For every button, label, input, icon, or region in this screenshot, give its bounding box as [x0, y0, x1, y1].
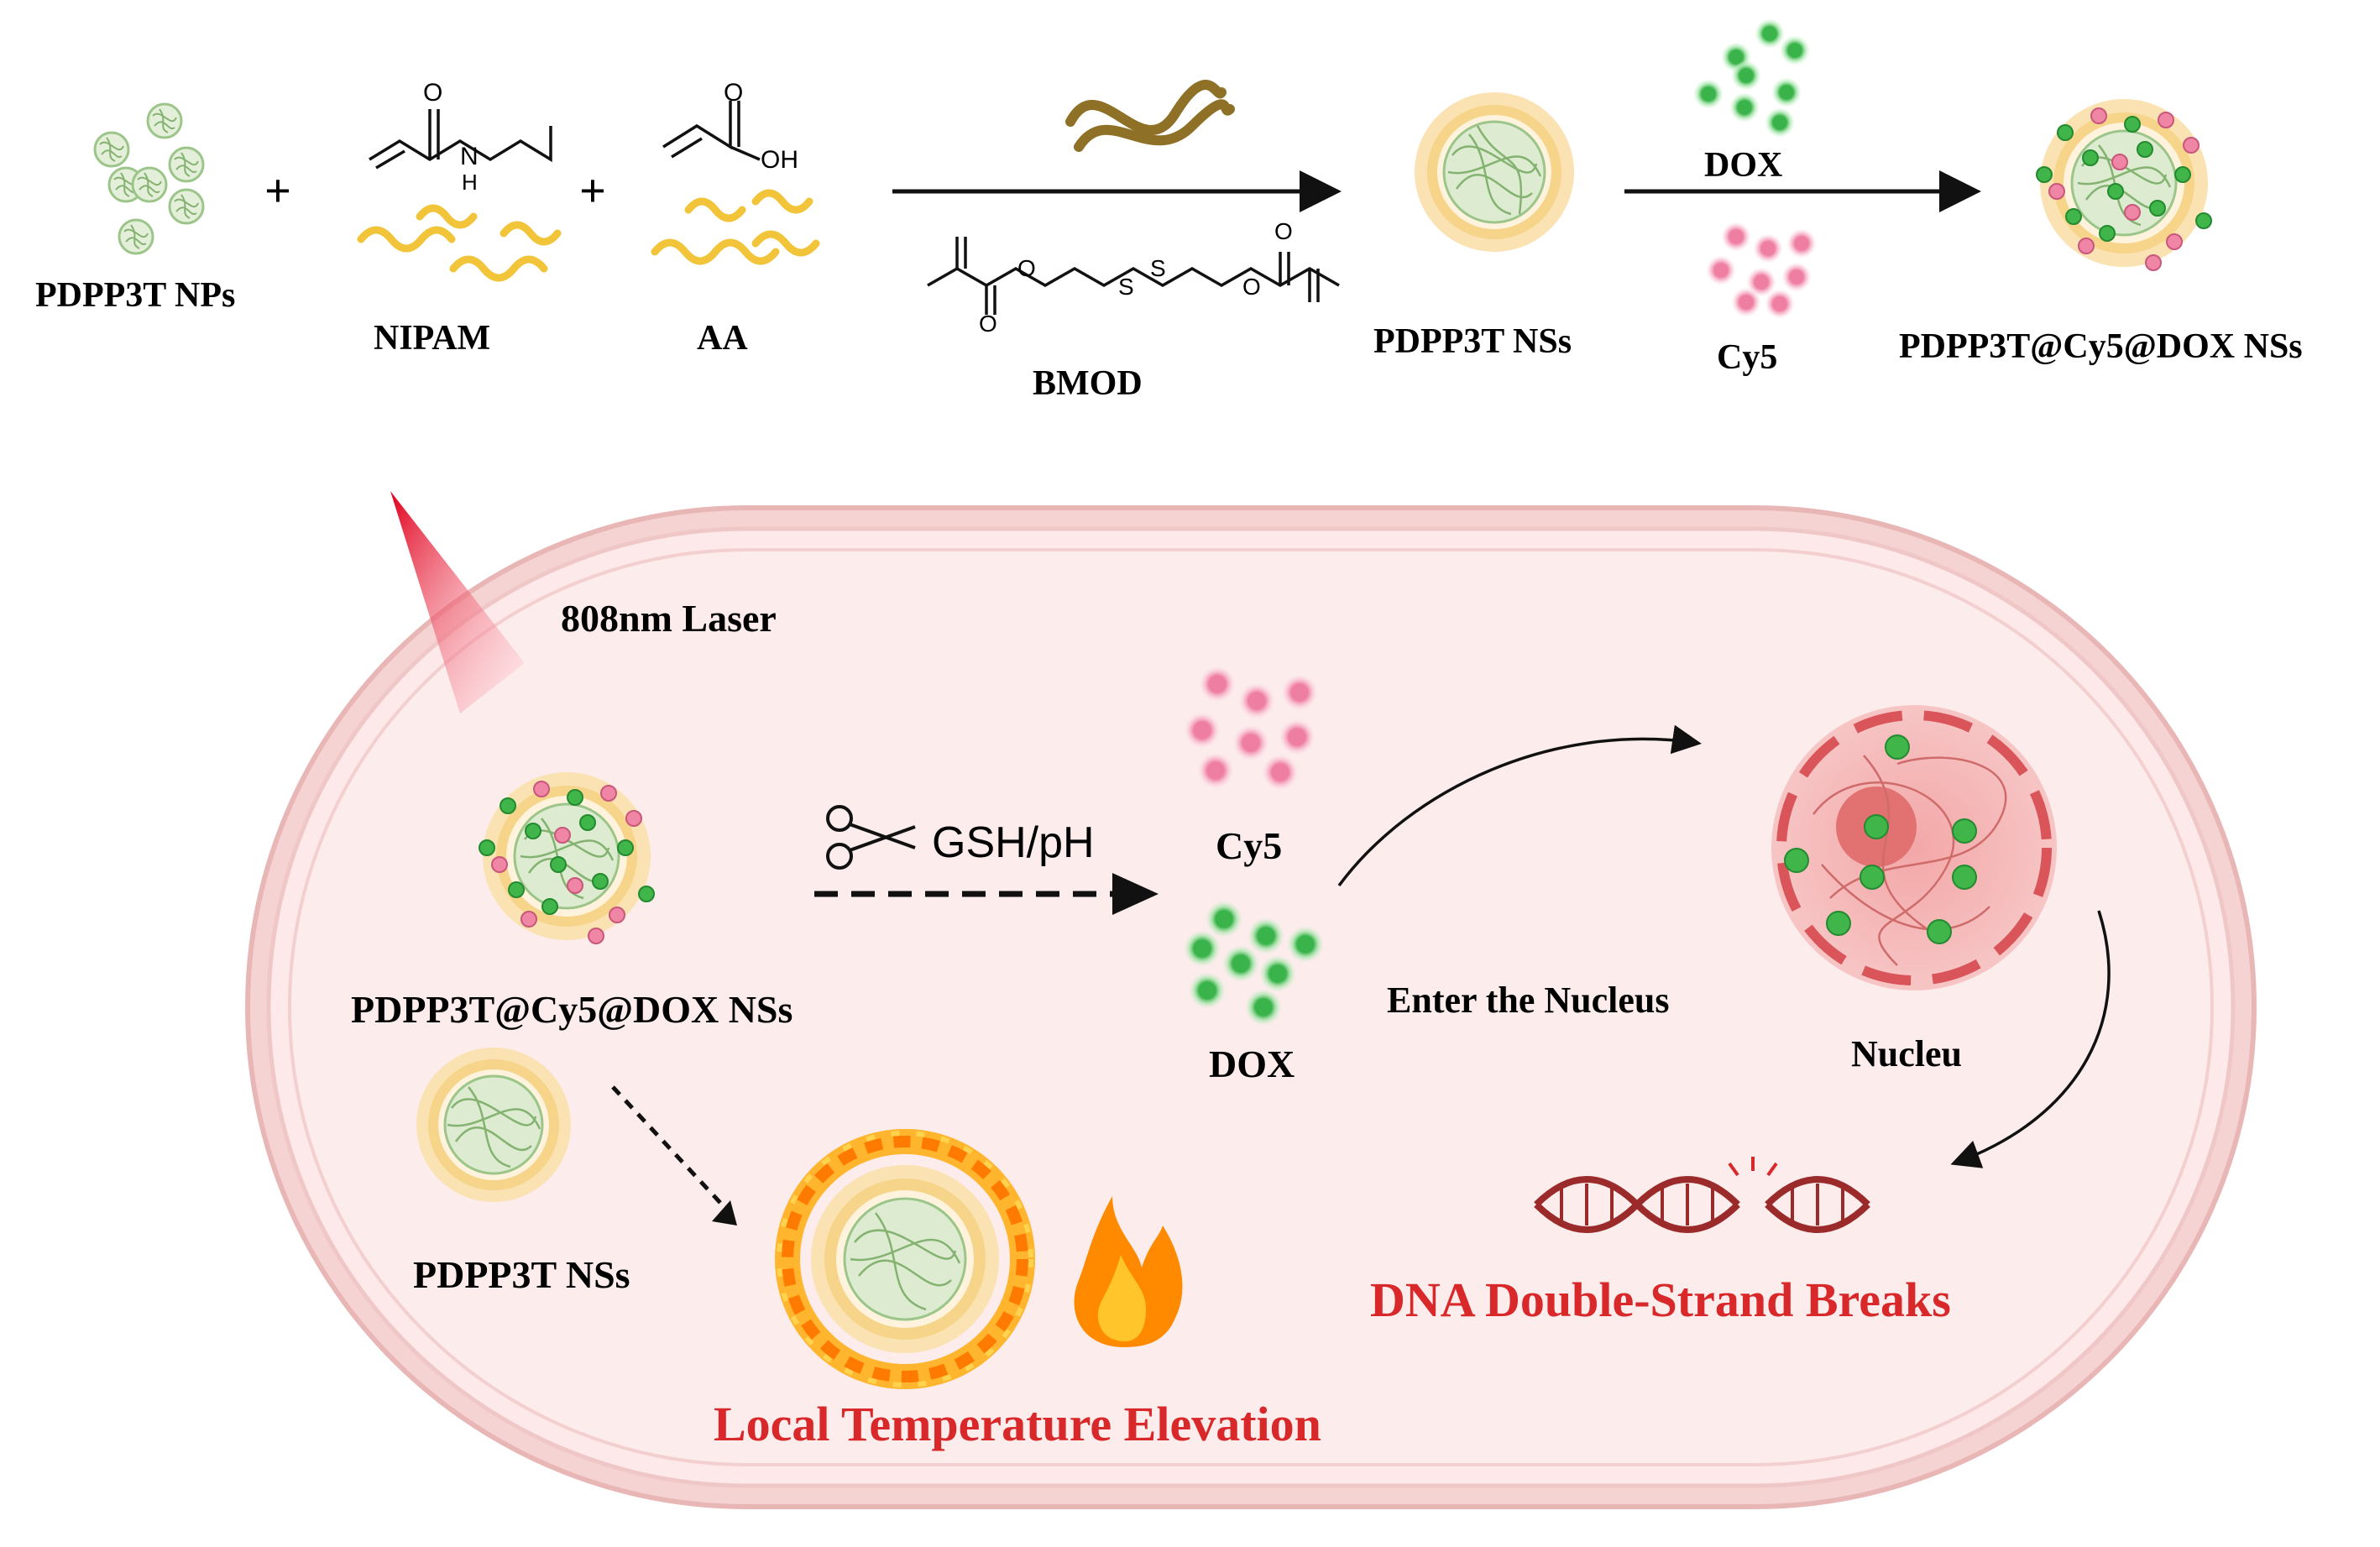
pdpp3t-nss-label-cell: PDPP3T NSs	[413, 1253, 630, 1296]
aa-label: AA	[697, 319, 748, 358]
heating-arrow	[611, 1085, 724, 1206]
np-particle	[131, 166, 168, 203]
temp-elevation-label: Local Temperature Elevation	[714, 1397, 1321, 1451]
bmod-s-atom-1: S	[1118, 274, 1134, 300]
plus-sign-2: +	[579, 165, 606, 217]
enter-nucleus-arrow	[1337, 724, 1702, 887]
bmod-label: BMOD	[1033, 364, 1143, 403]
np-particle	[118, 218, 154, 255]
dna-helix	[1534, 1176, 1870, 1233]
gsh-ph-label: GSH/pH	[932, 818, 1095, 867]
nucleus-to-dna-arrow	[1950, 910, 2111, 1168]
cy5-label-cell: Cy5	[1216, 824, 1283, 867]
pdpp3t-np-cluster	[93, 102, 205, 255]
polymer-curve	[1065, 80, 1235, 152]
aa-oh-atom: OH	[761, 146, 798, 174]
scissors-icon	[826, 805, 916, 870]
nipam-structure	[369, 109, 552, 170]
dna-breaks-label: DNA Double-Strand Breaks	[1370, 1273, 1951, 1327]
product-label-top: PDPP3T@Cy5@DOX NSs	[1899, 327, 2303, 366]
cy5-dots-top	[1706, 222, 1817, 319]
np-particle	[168, 188, 205, 225]
cy5-dots-released	[1184, 666, 1318, 791]
aa-o-atom: O	[724, 79, 744, 107]
pdpp3t-nss-cell	[416, 1048, 571, 1202]
flame-icon	[1074, 1196, 1183, 1347]
np-particle	[146, 102, 183, 139]
heating-arrow-head	[712, 1200, 737, 1226]
nipam-n-atom: N	[460, 143, 479, 170]
pdpp3t-nss-label-top: PDPP3T NSs	[1373, 322, 1572, 361]
np-particle	[168, 146, 205, 183]
bmod-o-atom-1: O	[1017, 255, 1036, 281]
gsh-arrow-head	[1112, 873, 1159, 915]
nucleu-label: Nucleu	[1851, 1033, 1962, 1074]
dox-dots-top	[1693, 18, 1810, 138]
np-particle	[93, 131, 130, 168]
bmod-s-atom-2: S	[1150, 255, 1166, 281]
product-nss-top	[2036, 99, 2212, 271]
pdpp3t-nss-top	[1415, 92, 1574, 252]
product-label-cell: PDPP3T@Cy5@DOX NSs	[351, 988, 793, 1031]
heated-nss	[775, 1129, 1035, 1389]
enter-nucleus-label: Enter the Nucleus	[1387, 980, 1670, 1021]
nipam-o-atom: O	[423, 79, 443, 107]
aa-chains	[651, 189, 820, 265]
dox-label-cell: DOX	[1209, 1043, 1295, 1085]
bmod-structure	[927, 237, 1340, 315]
dox-dots-released	[1184, 901, 1324, 1026]
nipam-chains	[357, 204, 562, 282]
laser-beam	[390, 491, 525, 713]
plus-sign-1: +	[264, 165, 291, 217]
nucleus	[1771, 705, 2057, 990]
dna-break-mark-icon	[1728, 1157, 1778, 1177]
aa-structure	[662, 101, 761, 161]
pdpp3t-nps-label: PDPP3T NPs	[35, 276, 236, 315]
product-nss-cell	[479, 772, 655, 944]
bmod-o-atom-4: O	[1274, 218, 1293, 244]
nipam-h-atom: H	[462, 170, 478, 195]
bmod-o-atom-3: O	[979, 311, 997, 337]
dox-label-top: DOX	[1704, 146, 1783, 185]
cy5-label-top: Cy5	[1717, 338, 1778, 377]
bmod-o-atom-2: O	[1242, 274, 1261, 300]
nipam-label: NIPAM	[374, 319, 491, 358]
laser-label: 808nm Laser	[561, 597, 777, 640]
